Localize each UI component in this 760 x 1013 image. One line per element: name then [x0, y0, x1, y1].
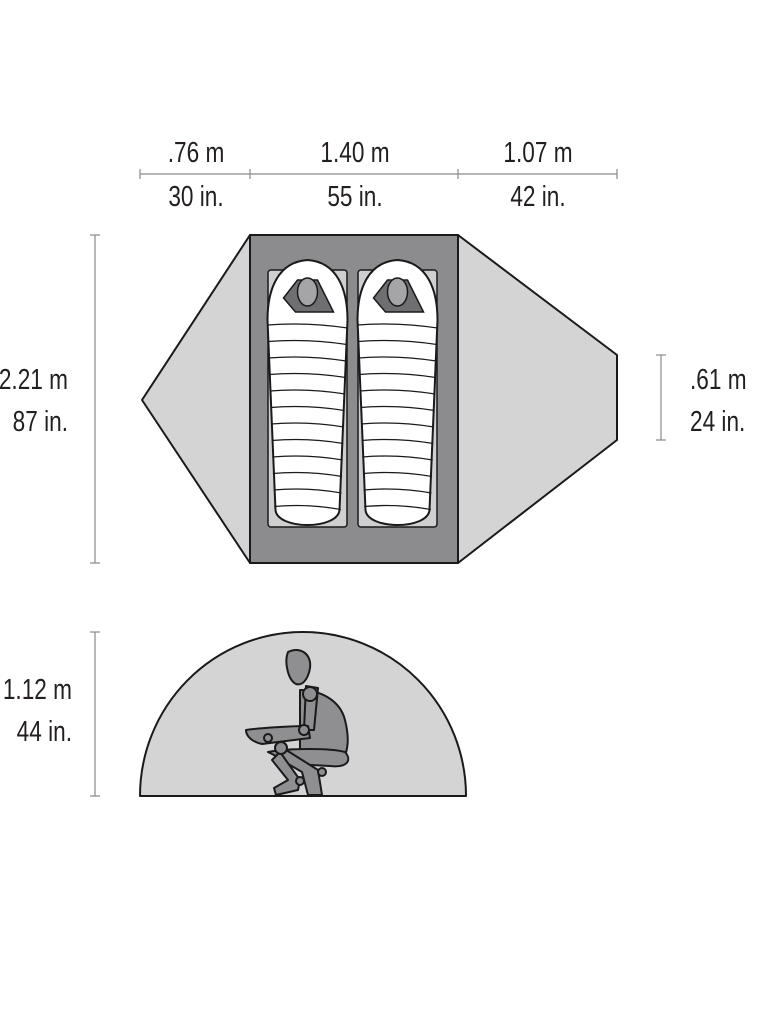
tent-floor-plan: [141, 234, 618, 564]
sleeping-bag-baffle: [358, 356, 437, 362]
sleeping-bag-baffle: [357, 323, 438, 329]
floor-length-imperial: 87 in.: [13, 404, 68, 437]
sleeping-bag-baffle: [363, 488, 432, 494]
end-width-imperial: 24 in.: [690, 404, 745, 437]
sleeping-bag-baffle: [269, 372, 346, 379]
right-vestibule: [457, 234, 618, 564]
tent-side-profile: [139, 631, 467, 797]
sleeping-bag-baffle: [361, 422, 435, 428]
floor-length-metric: 2.21 m: [0, 362, 68, 395]
peak-height-dimension-line: [90, 631, 100, 797]
floor-width-metric: 1.40 m: [320, 135, 389, 168]
sleeping-bag-baffle: [268, 356, 347, 362]
vestibule-left-depth-imperial: 30 in.: [168, 179, 223, 212]
sleeping-bag-baffle: [359, 389, 436, 395]
top-dimension-line: [139, 169, 618, 179]
sleeping-bag-baffle: [358, 339, 437, 346]
sleeping-bag-baffle: [359, 372, 436, 379]
sleeping-bag-baffle: [364, 504, 432, 511]
end-width-dimension-line: [656, 354, 666, 441]
left-vestibule: [141, 234, 251, 564]
sleeping-bag-baffle: [273, 488, 342, 494]
vestibule-right-depth-metric: 1.07 m: [503, 135, 572, 168]
person-head: [386, 277, 409, 307]
peak-height-metric: 1.12 m: [3, 672, 72, 705]
sleeping-bag-baffle: [269, 389, 346, 395]
vestibule-right-depth-imperial: 42 in.: [510, 179, 565, 212]
sleeping-bag: [266, 258, 349, 526]
sleeping-bag-baffle: [270, 405, 345, 412]
squatting-person-figure: [245, 649, 350, 796]
sleeping-bag-baffle: [362, 471, 433, 478]
sleeping-bag-baffle: [272, 471, 343, 478]
sleeping-bag-baffle: [267, 323, 348, 329]
sleeping-bag-baffle: [274, 504, 342, 511]
sleeping-bag-baffle: [361, 438, 434, 445]
sleeping-bag-baffle: [268, 339, 347, 346]
sleeping-bag-baffle: [272, 455, 343, 461]
floor-width-imperial: 55 in.: [327, 179, 382, 212]
sleeping-bag-baffle: [360, 405, 435, 412]
peak-height-imperial: 44 in.: [17, 714, 72, 747]
person-head: [296, 277, 319, 307]
vestibule-left-depth-metric: .76 m: [168, 135, 225, 168]
sleeping-bag-baffle: [271, 422, 345, 428]
sleeping-bag: [356, 258, 439, 526]
end-width-metric: .61 m: [690, 362, 747, 395]
sleeping-bag-baffle: [271, 438, 344, 445]
sleeping-bag-baffle: [362, 455, 433, 461]
floor-length-dimension-line: [90, 234, 100, 564]
